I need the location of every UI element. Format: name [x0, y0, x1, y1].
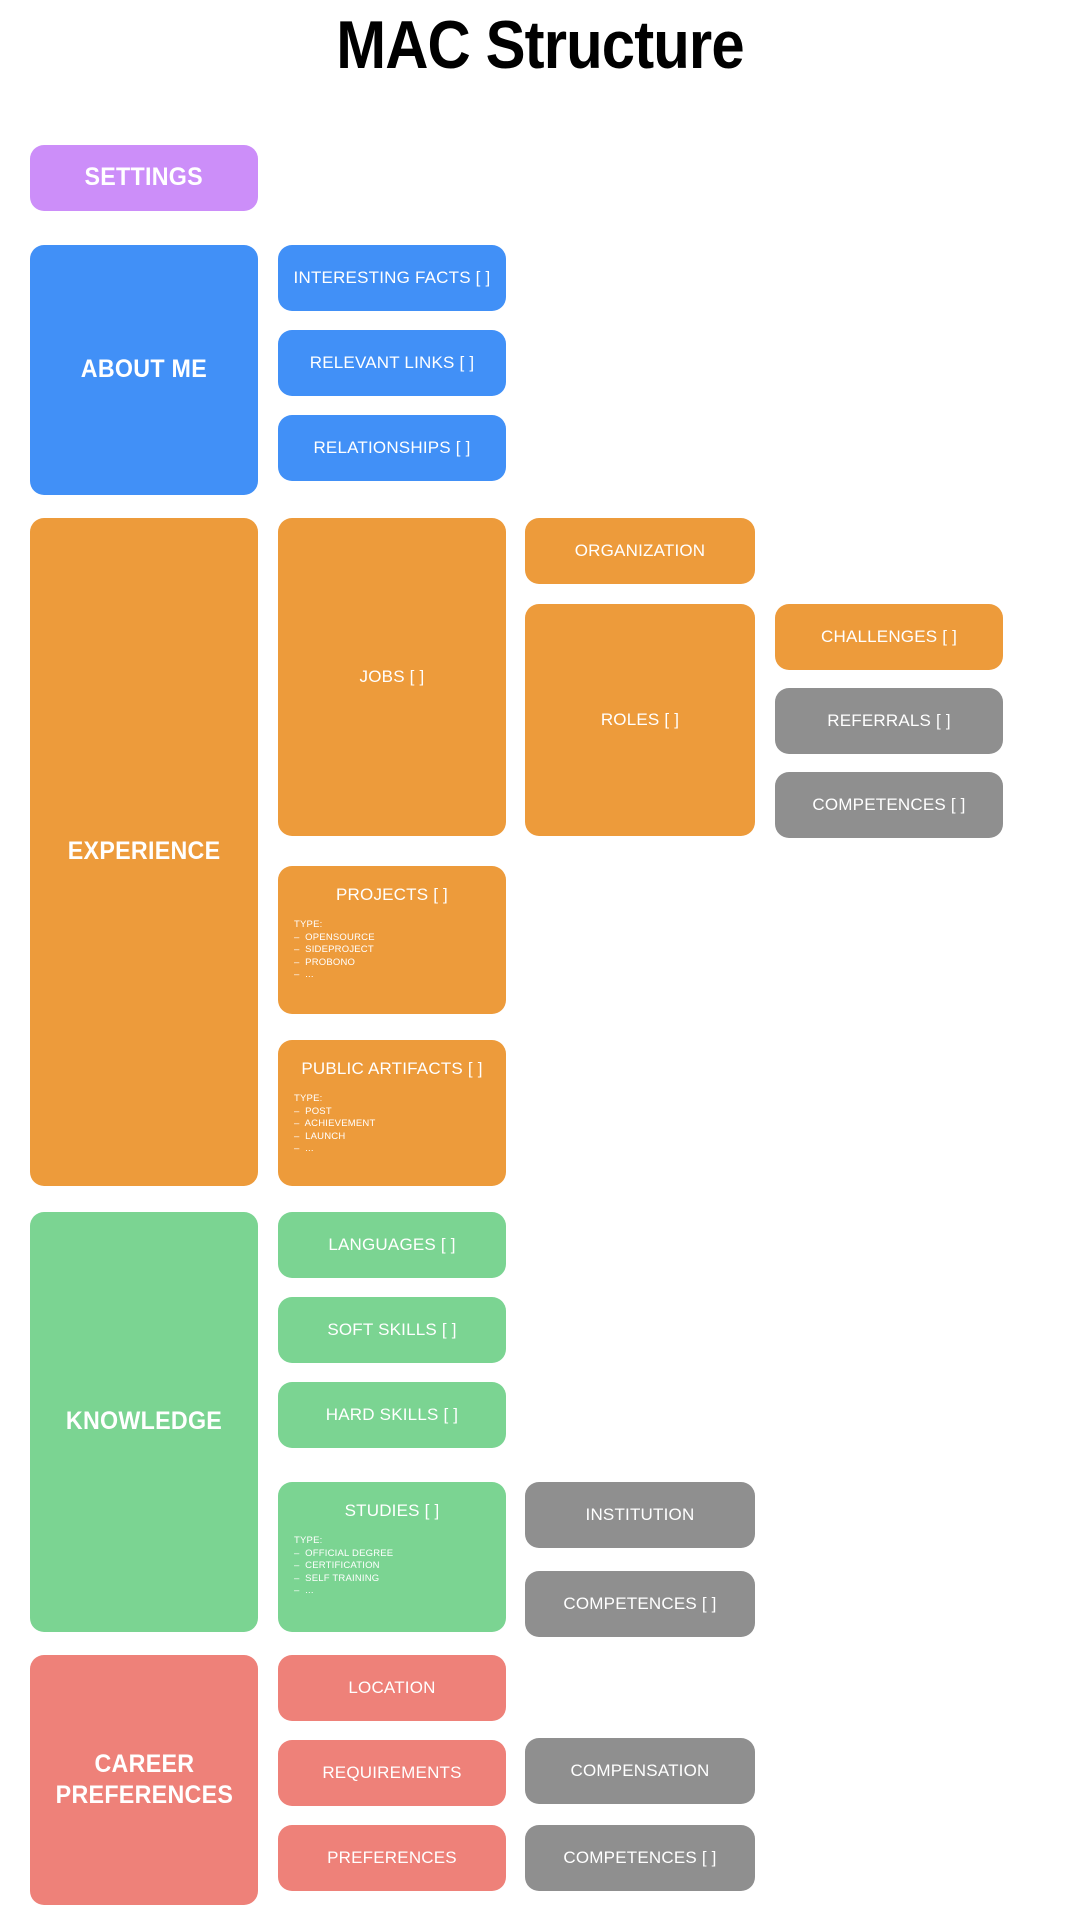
- experience-projects-type-list: TYPE: – OPENSOURCE – SIDEPROJECT – PROBO…: [294, 919, 506, 982]
- type-item: – SIDEPROJECT: [294, 944, 374, 956]
- type-item: – POST: [294, 1105, 332, 1117]
- career-location-label: LOCATION: [348, 1678, 436, 1698]
- experience-challenges[interactable]: CHALLENGES [ ]: [775, 604, 1003, 670]
- knowledge-languages-label: LANGUAGES [ ]: [328, 1235, 456, 1255]
- section-knowledge[interactable]: KNOWLEDGE: [30, 1212, 258, 1632]
- type-item: – ...: [294, 1143, 314, 1155]
- experience-referrals[interactable]: REFERRALS [ ]: [775, 688, 1003, 754]
- section-settings[interactable]: SETTINGS: [30, 145, 258, 211]
- knowledge-competences[interactable]: COMPETENCES [ ]: [525, 1571, 755, 1637]
- section-knowledge-label: KNOWLEDGE: [65, 1407, 223, 1436]
- knowledge-institution[interactable]: INSTITUTION: [525, 1482, 755, 1548]
- experience-projects[interactable]: PROJECTS [ ] TYPE: – OPENSOURCE – SIDEPR…: [278, 866, 506, 1014]
- knowledge-studies[interactable]: STUDIES [ ] TYPE: – OFFICIAL DEGREE – CE…: [278, 1482, 506, 1632]
- type-item: – OPENSOURCE: [294, 931, 375, 943]
- career-requirements-label: REQUIREMENTS: [322, 1763, 462, 1783]
- career-compensation[interactable]: COMPENSATION: [525, 1738, 755, 1804]
- about-me-relationships-label: RELATIONSHIPS [ ]: [313, 438, 471, 458]
- experience-public-artifacts-type-list: TYPE: – POST – ACHIEVEMENT – LAUNCH – ..…: [294, 1093, 506, 1156]
- career-preferences-line-1: CAREER: [94, 1749, 194, 1778]
- knowledge-hard-skills-label: HARD SKILLS [ ]: [325, 1405, 459, 1425]
- about-me-relevant-links-label: RELEVANT LINKS [ ]: [309, 353, 475, 373]
- type-item: – PROBONO: [294, 956, 356, 968]
- career-compensation-label: COMPENSATION: [570, 1761, 710, 1781]
- knowledge-soft-skills[interactable]: SOFT SKILLS [ ]: [278, 1297, 506, 1363]
- section-about-me-label: ABOUT ME: [80, 355, 208, 384]
- page-title: MAC Structure: [336, 7, 744, 83]
- career-competences[interactable]: COMPETENCES [ ]: [525, 1825, 755, 1891]
- type-item: – LAUNCH: [294, 1130, 346, 1142]
- experience-organization[interactable]: ORGANIZATION: [525, 518, 755, 584]
- knowledge-studies-label: STUDIES [ ]: [344, 1501, 440, 1520]
- about-me-relevant-links[interactable]: RELEVANT LINKS [ ]: [278, 330, 506, 396]
- type-heading: TYPE:: [294, 1535, 323, 1547]
- section-experience[interactable]: EXPERIENCE: [30, 518, 258, 1186]
- type-heading: TYPE:: [294, 919, 323, 931]
- career-preferences-item-label: PREFERENCES: [327, 1848, 457, 1868]
- about-me-relationships[interactable]: RELATIONSHIPS [ ]: [278, 415, 506, 481]
- section-career-preferences[interactable]: CAREER PREFERENCES: [30, 1655, 258, 1905]
- experience-public-artifacts-label: PUBLIC ARTIFACTS [ ]: [301, 1059, 483, 1078]
- about-me-interesting-facts-label: INTERESTING FACTS [ ]: [293, 268, 491, 288]
- career-requirements[interactable]: REQUIREMENTS: [278, 1740, 506, 1806]
- experience-referrals-label: REFERRALS [ ]: [827, 711, 951, 731]
- type-item: – OFFICIAL DEGREE: [294, 1547, 394, 1559]
- experience-roles[interactable]: ROLES [ ]: [525, 604, 755, 836]
- knowledge-languages[interactable]: LANGUAGES [ ]: [278, 1212, 506, 1278]
- section-settings-label: SETTINGS: [84, 163, 204, 192]
- type-item: – ...: [294, 969, 314, 981]
- section-career-preferences-label: CAREER PREFERENCES: [55, 1749, 232, 1812]
- career-preferences-line-2: PREFERENCES: [55, 1781, 233, 1809]
- knowledge-hard-skills[interactable]: HARD SKILLS [ ]: [278, 1382, 506, 1448]
- knowledge-institution-label: INSTITUTION: [585, 1505, 695, 1525]
- type-heading: TYPE:: [294, 1093, 323, 1105]
- section-about-me[interactable]: ABOUT ME: [30, 245, 258, 495]
- experience-jobs-label: JOBS [ ]: [359, 667, 425, 687]
- career-location[interactable]: LOCATION: [278, 1655, 506, 1721]
- type-item: – ACHIEVEMENT: [294, 1118, 376, 1130]
- career-competences-label: COMPETENCES [ ]: [563, 1848, 717, 1868]
- experience-competences[interactable]: COMPETENCES [ ]: [775, 772, 1003, 838]
- section-experience-label: EXPERIENCE: [67, 837, 221, 866]
- type-item: – ...: [294, 1585, 314, 1597]
- experience-roles-label: ROLES [ ]: [600, 710, 680, 730]
- about-me-interesting-facts[interactable]: INTERESTING FACTS [ ]: [278, 245, 506, 311]
- type-item: – SELF TRAINING: [294, 1572, 380, 1584]
- type-item: – CERTIFICATION: [294, 1560, 380, 1572]
- experience-jobs[interactable]: JOBS [ ]: [278, 518, 506, 836]
- experience-challenges-label: CHALLENGES [ ]: [820, 627, 957, 647]
- knowledge-studies-type-list: TYPE: – OFFICIAL DEGREE – CERTIFICATION …: [294, 1535, 506, 1598]
- experience-projects-label: PROJECTS [ ]: [336, 885, 448, 904]
- career-preferences-item[interactable]: PREFERENCES: [278, 1825, 506, 1891]
- experience-public-artifacts[interactable]: PUBLIC ARTIFACTS [ ] TYPE: – POST – ACHI…: [278, 1040, 506, 1186]
- experience-organization-label: ORGANIZATION: [574, 541, 706, 560]
- experience-competences-label: COMPETENCES [ ]: [812, 795, 966, 815]
- knowledge-soft-skills-label: SOFT SKILLS [ ]: [327, 1320, 457, 1340]
- knowledge-competences-label: COMPETENCES [ ]: [563, 1594, 717, 1614]
